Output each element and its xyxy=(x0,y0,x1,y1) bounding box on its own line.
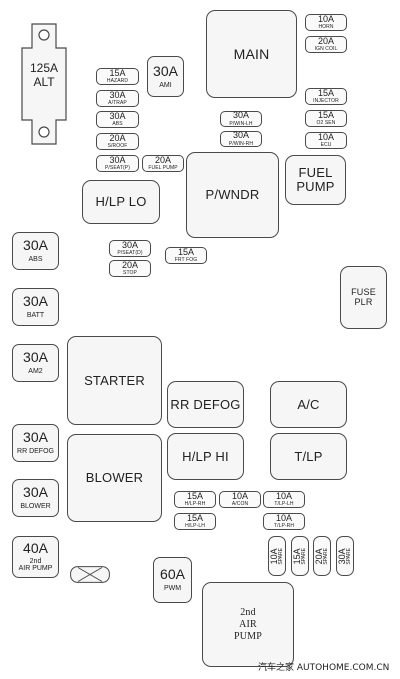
2nd-air-pump-relay: 2nd AIR PUMP xyxy=(202,582,294,667)
fuse-plr: FUSE PLR xyxy=(340,266,387,329)
fuse-puller-slot-icon xyxy=(70,566,110,583)
alt-fuse-label: 125A ALT xyxy=(29,61,59,89)
tlp-relay: T/LP xyxy=(270,433,347,480)
main-relay: MAIN xyxy=(206,10,297,98)
hlp-hi-relay: H/LP HI xyxy=(167,433,244,480)
blower-relay: BLOWER xyxy=(67,434,162,522)
starter-relay: STARTER xyxy=(67,336,162,425)
watermark: 汽车之家 AUTOHOME.COM.CN xyxy=(258,663,390,673)
fuel-pump-relay: FUEL PUMP xyxy=(285,155,346,205)
ac-relay: A/C xyxy=(270,381,347,428)
rr-defog-relay: RR DEFOG xyxy=(167,381,244,428)
hlp-lo-relay: H/LP LO xyxy=(82,180,160,224)
p-wndr-relay: P/WNDR xyxy=(186,152,279,238)
alt-fuse-outline xyxy=(21,23,67,145)
fuse-2nd-air-pump-40a: 40A 2nd AIR PUMP xyxy=(12,536,59,578)
